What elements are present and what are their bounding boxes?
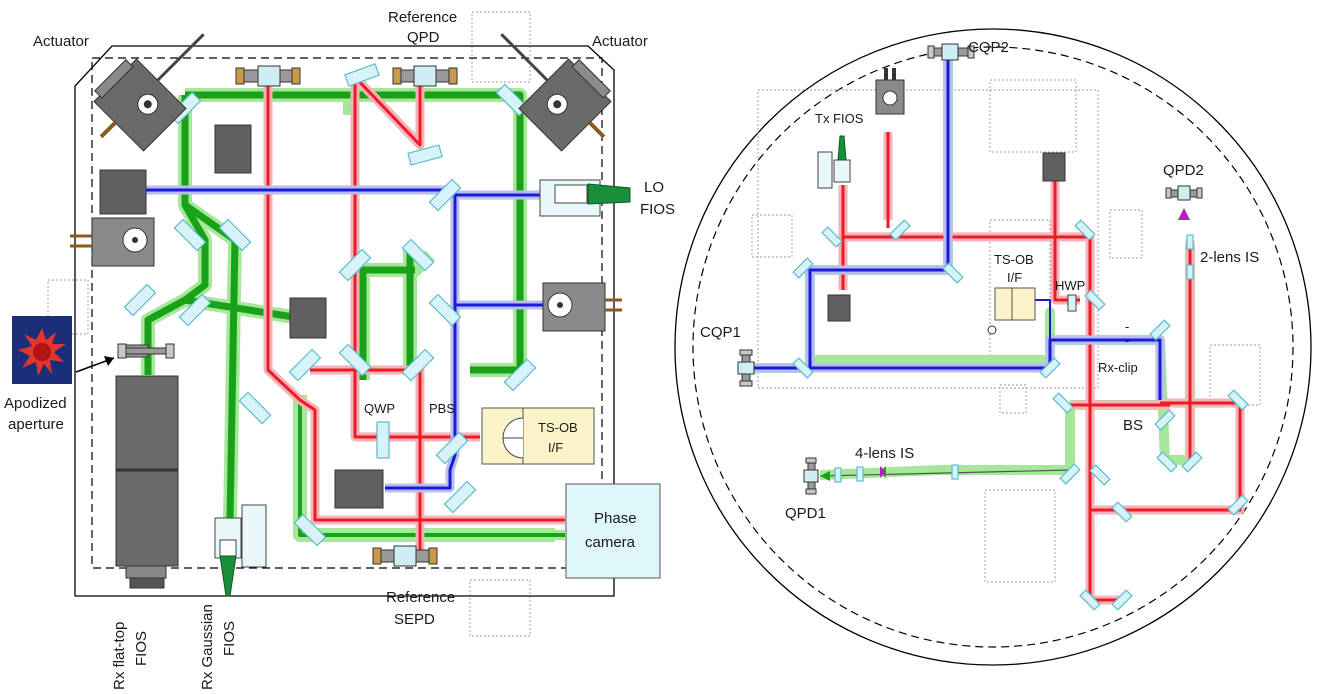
label-apodized-1: Apodized (4, 395, 67, 412)
lo-fios-fiber-icon (587, 183, 631, 205)
mirror (338, 343, 372, 377)
right-blue-beams (745, 58, 1165, 400)
fiber-coupler-center (557, 302, 563, 308)
rx-clip-tick: - (1125, 333, 1129, 348)
arrow-head-icon (104, 356, 114, 366)
label-tsob-1: TS-OB (538, 420, 578, 435)
label-cqp2: CQP2 (968, 39, 1009, 56)
dotted-outline (469, 579, 531, 637)
mirror (401, 238, 435, 272)
component-block (214, 124, 252, 174)
qpd1-detector (803, 457, 819, 495)
right-components (737, 43, 1203, 495)
reference-qpd-detector (235, 65, 301, 87)
label-lo-fios-1: LO (644, 179, 664, 196)
rx-gaussian-fios (214, 504, 267, 597)
rx-clip-tick: - (1125, 319, 1129, 334)
label-qpd1: QPD1 (785, 505, 826, 522)
lens-icon (820, 471, 830, 481)
aperture-holder (117, 343, 175, 359)
qwp-plate (376, 421, 390, 459)
label-phase-camera-1: Phase (594, 510, 637, 527)
mirror (338, 248, 372, 282)
right-optics (792, 219, 1249, 611)
tsob-interface-right (994, 287, 1036, 321)
label-apodized-2: aperture (8, 416, 64, 433)
component-block (1042, 152, 1066, 182)
label-bs: BS (1123, 417, 1143, 434)
component-block (334, 469, 384, 509)
label-lo-fios-2: FIOS (640, 201, 675, 218)
mirror (401, 348, 435, 382)
label-actuator-right: Actuator (592, 33, 648, 50)
laser-source-block (99, 169, 147, 215)
mirror (443, 480, 477, 514)
phase-camera (565, 483, 661, 579)
component-block (827, 294, 851, 322)
mirror (288, 348, 322, 382)
mirror (123, 283, 157, 317)
label-qpd2: QPD2 (1163, 162, 1204, 179)
tx-fios-injector (817, 135, 851, 189)
label-rx-flat-top-2: FIOS (133, 631, 150, 666)
label-rx-gaussian-1: Rx Gaussian (199, 604, 216, 690)
label-qwp: QWP (364, 401, 395, 416)
mirror (503, 358, 537, 392)
tsob-interface (481, 407, 595, 465)
mirror (407, 144, 443, 166)
label-tx-fios: Tx FIOS (815, 111, 864, 126)
label-rx-clip: Rx-clip (1098, 360, 1138, 375)
rx-flat-top-fios (115, 344, 179, 589)
cqp2-detector (927, 43, 975, 61)
mirror (428, 178, 462, 212)
bench-inner-dashed (91, 57, 603, 569)
beamsplitter (218, 218, 252, 252)
tx-fios-coupler (875, 68, 905, 115)
label-tsob-right-2: I/F (1007, 270, 1022, 285)
label-cqp1: CQP1 (700, 324, 741, 341)
mirror (428, 293, 462, 327)
marker-circle (987, 325, 997, 335)
reference-sepd-detector (372, 545, 438, 567)
fiber-coupler-center (132, 237, 138, 243)
actuator-left (93, 33, 205, 152)
label-reference-sepd-2: SEPD (394, 611, 435, 628)
beamsplitter (178, 293, 212, 327)
label-actuator-left: Actuator (33, 33, 89, 50)
hwp-plate (1067, 294, 1077, 312)
cqp1-detector (737, 349, 755, 387)
reference-qpd-detector (392, 65, 458, 87)
label-four-lens-is: 4-lens IS (855, 445, 914, 462)
label-tsob-2: I/F (548, 440, 563, 455)
lens-icon (880, 466, 886, 478)
label-rx-flat-top-1: Rx flat-top (111, 622, 128, 690)
label-reference-sepd-1: Reference (386, 589, 455, 606)
mirror (238, 391, 272, 425)
bench-circle-inner-dashed (692, 46, 1294, 648)
label-two-lens-is: 2-lens IS (1200, 249, 1259, 266)
label-rx-gaussian-2: FIOS (221, 621, 238, 656)
apodized-aperture-image (12, 316, 72, 384)
label-phase-camera-2: camera (585, 534, 636, 551)
mirror (344, 63, 380, 87)
right-bench: CQP2 Tx FIOS QPD2 2-lens IS TS-OB I/F HW… (674, 28, 1312, 666)
label-hwp: HWP (1055, 278, 1085, 293)
mirror (293, 513, 327, 547)
label-pbs: PBS (429, 401, 455, 416)
mirror (435, 431, 469, 465)
lo-fios-body (554, 184, 588, 204)
bench-circle-outer (674, 28, 1312, 666)
label-tsob-right-1: TS-OB (994, 252, 1034, 267)
left-components (12, 33, 661, 597)
beamsplitter (173, 218, 207, 252)
actuator-right (500, 33, 612, 152)
dotted-outline (471, 11, 531, 83)
label-reference-qpd-2: QPD (407, 29, 440, 46)
qpd2-detector (1165, 185, 1203, 220)
label-reference-qpd-1: Reference (388, 9, 457, 26)
component-block (289, 297, 327, 339)
left-bench: Actuator Actuator Reference QPD LO FIOS … (4, 9, 675, 690)
bench-outline (74, 45, 615, 597)
